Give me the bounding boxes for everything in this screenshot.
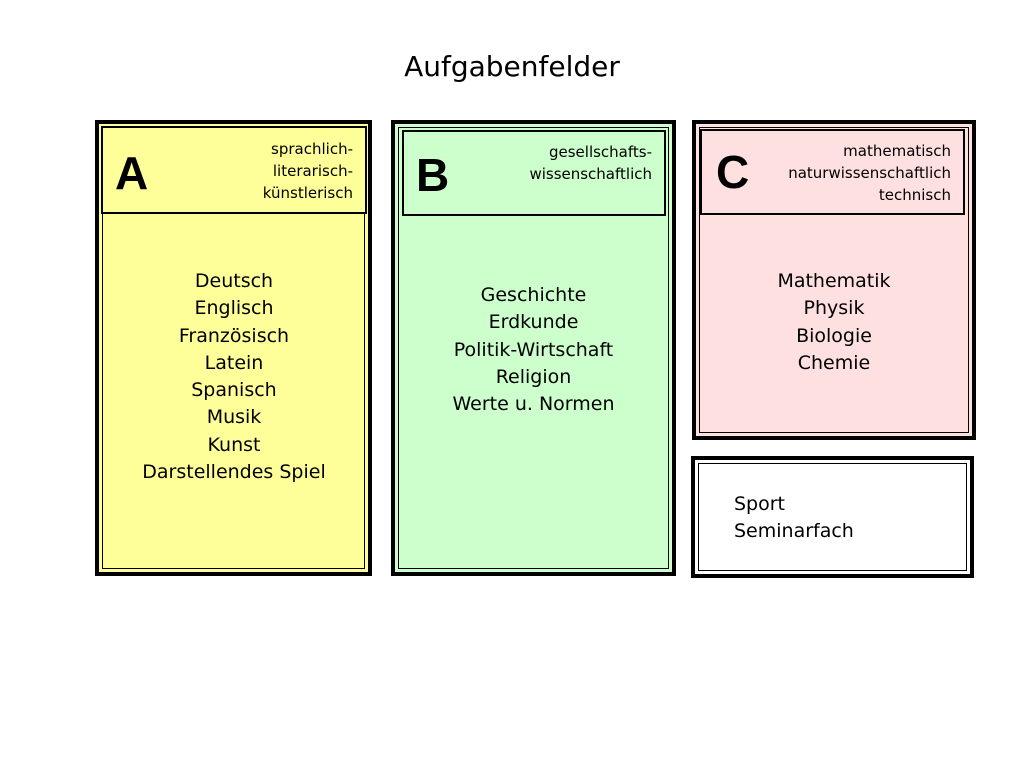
field-c-description-line: technisch <box>878 186 951 204</box>
field-a-header: A sprachlich- literarisch- künstlerisch <box>101 126 367 214</box>
other-subjects-box <box>691 456 974 578</box>
field-a-subjects: Deutsch Englisch Französisch Latein Span… <box>101 268 367 486</box>
field-c-description-line: mathematisch <box>843 142 951 160</box>
field-a-description: sprachlich- literarisch- künstlerisch <box>263 138 353 204</box>
field-a-description-line: sprachlich- <box>271 140 353 158</box>
field-b-header: B gesellschafts- wissenschaftlich <box>402 130 666 216</box>
other-subjects-inner-border <box>698 463 967 571</box>
other-subjects-list: Sport Seminarfach <box>734 491 854 545</box>
field-c-description: mathematisch naturwissenschaftlich techn… <box>788 140 951 206</box>
subject-item: Sport <box>734 493 786 515</box>
subject-item: Seminarfach <box>734 520 854 542</box>
subject-item: Englisch <box>194 297 274 320</box>
subject-item: Spanisch <box>191 379 277 402</box>
subject-item: Französisch <box>178 324 290 347</box>
field-c-header: C mathematisch naturwissenschaftlich tec… <box>700 129 965 215</box>
field-b-description: gesellschafts- wissenschaftlich <box>529 141 652 185</box>
subject-item: Physik <box>803 297 865 320</box>
subject-item: Politik-Wirtschaft <box>453 338 614 361</box>
subject-item: Chemie <box>797 351 871 374</box>
field-b-description-line: gesellschafts- <box>548 143 652 161</box>
field-a-description-line: literarisch- <box>272 162 353 180</box>
subject-item: Mathematik <box>777 270 891 292</box>
field-a-description-line: künstlerisch <box>262 184 353 202</box>
field-c-subjects: Mathematik Physik Biologie Chemie <box>697 268 971 377</box>
field-b-subjects: Geschichte Erdkunde Politik-Wirtschaft R… <box>396 282 671 418</box>
field-a-letter: A <box>115 147 149 199</box>
field-c-letter: C <box>716 146 750 198</box>
subject-item: Biologie <box>796 324 872 347</box>
subject-item: Erdkunde <box>488 311 579 334</box>
field-b-description-line: wissenschaftlich <box>529 165 652 183</box>
field-c-inner-border <box>699 127 969 433</box>
subject-item: Darstellendes Spiel <box>142 461 326 484</box>
subject-item: Latein <box>204 351 264 374</box>
subject-item: Werte u. Normen <box>452 393 615 416</box>
subject-item: Musik <box>206 406 262 429</box>
field-b-letter: B <box>416 149 450 201</box>
subject-item: Religion <box>495 365 572 388</box>
subject-item: Deutsch <box>194 270 274 292</box>
diagram-title: Aufgabenfelder <box>404 50 620 83</box>
field-b-inner-border <box>398 127 669 569</box>
field-c-description-line: naturwissenschaftlich <box>788 164 951 182</box>
subject-item: Geschichte <box>480 284 587 306</box>
subject-item: Kunst <box>207 433 261 456</box>
